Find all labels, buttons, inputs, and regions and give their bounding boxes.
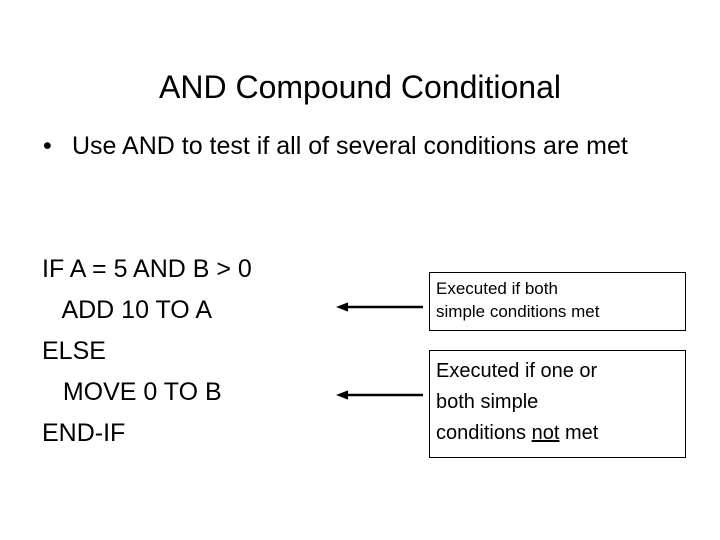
code-line-move: MOVE 0 TO B bbox=[42, 378, 222, 406]
list-item-label: Use AND to test if all of several condit… bbox=[72, 132, 628, 160]
arrow-left-icon-then bbox=[336, 302, 423, 312]
pseudocode-block: IF A = 5 AND B > 0 ADD 10 TO A ELSE MOVE… bbox=[42, 249, 372, 454]
bullet-point-icon: • bbox=[43, 132, 52, 160]
callout-box-else-branch: Executed if one or both simple condition… bbox=[429, 350, 686, 458]
list-item: • Use AND to test if all of several cond… bbox=[40, 130, 680, 163]
bullet-list: • Use AND to test if all of several cond… bbox=[40, 130, 680, 163]
page-title: AND Compound Conditional bbox=[159, 69, 561, 106]
callout-else-line-3-prefix: conditions bbox=[436, 422, 532, 444]
callout-else-line-3-suffix: met bbox=[559, 422, 599, 444]
code-line-endif: END-IF bbox=[42, 419, 126, 447]
callout-then-line-2: simple conditions met bbox=[436, 302, 600, 321]
callout-else-emphasis-not: not bbox=[531, 422, 560, 444]
arrow-left-icon-else bbox=[336, 390, 423, 400]
code-line-add: ADD 10 TO A bbox=[42, 296, 212, 324]
callout-else-line-1: Executed if one or bbox=[436, 360, 598, 382]
code-line-if: IF A = 5 AND B > 0 bbox=[42, 255, 252, 283]
callout-else-line-2: both simple bbox=[436, 391, 539, 413]
code-line-else: ELSE bbox=[42, 337, 106, 365]
callout-else-line-3: conditions not met bbox=[436, 418, 685, 449]
callout-box-then-branch: Executed if both simple conditions met bbox=[429, 272, 686, 331]
callout-then-line-1: Executed if both bbox=[436, 279, 558, 298]
